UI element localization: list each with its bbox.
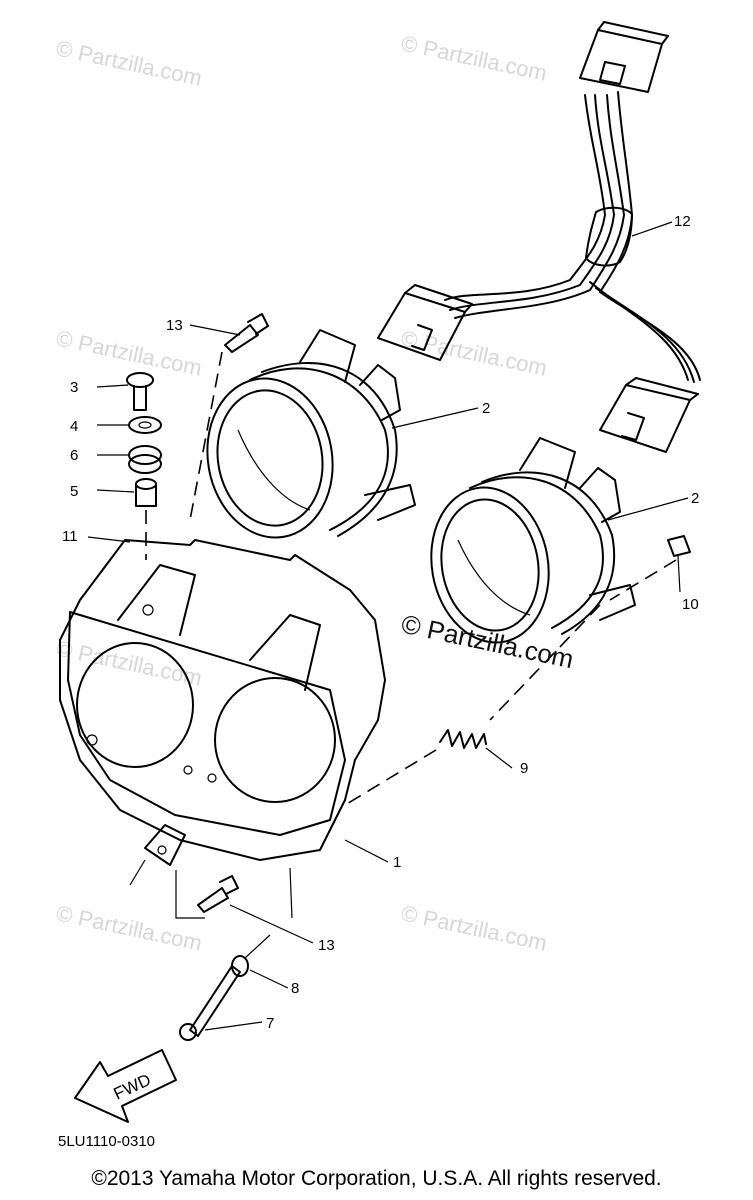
partzilla-watermark: © Partzilla.com <box>399 609 577 675</box>
fwd-arrow-icon: FWD <box>74 1049 177 1123</box>
callout-13: 13 <box>166 317 183 334</box>
callout-2: 2 <box>691 490 699 507</box>
callout-5: 5 <box>70 483 78 500</box>
callout-13: 13 <box>318 937 335 954</box>
main-connector <box>579 21 669 93</box>
callout-10: 10 <box>682 596 699 613</box>
washer-4 <box>128 416 162 434</box>
callout-12: 12 <box>674 213 691 230</box>
callout-3: 3 <box>70 379 78 396</box>
grommet-6 <box>128 445 162 474</box>
screw-3 <box>126 372 154 411</box>
copyright-notice: ©2013 Yamaha Motor Corporation, U.S.A. A… <box>91 1167 662 1190</box>
callout-8: 8 <box>291 980 299 997</box>
callout-labels: 13 3 4 6 5 11 12 2 2 10 9 1 13 8 7 <box>62 213 699 1032</box>
callout-6: 6 <box>70 447 78 464</box>
spring-9 <box>439 729 487 749</box>
fwd-label: FWD <box>111 1070 154 1104</box>
headlight-unit-upper <box>206 329 416 539</box>
callout-1: 1 <box>393 854 401 871</box>
nut-10 <box>667 535 691 557</box>
wire-harness <box>444 91 701 383</box>
lamp-connector <box>377 284 473 361</box>
collar-5 <box>135 478 157 507</box>
watermark-text: © Partzilla.com <box>54 900 204 955</box>
lamp-connector <box>599 377 699 453</box>
callout-11: 11 <box>62 528 78 545</box>
watermark-text: © Partzilla.com <box>54 35 204 90</box>
watermark-text: © Partzilla.com <box>399 30 549 85</box>
diagram-code: 5LU1110-0310 <box>58 1133 156 1150</box>
headlight-unit-lower <box>430 437 636 644</box>
callout-2: 2 <box>482 400 490 417</box>
watermark-text: © Partzilla.com <box>399 900 549 955</box>
headlight-body <box>59 539 386 866</box>
screw-13-upper <box>224 313 269 353</box>
assembly-lines <box>129 351 677 959</box>
callout-7: 7 <box>266 1015 274 1032</box>
watermarks: © Partzilla.com © Partzilla.com © Partzi… <box>54 30 549 955</box>
screw-7 <box>179 965 241 1041</box>
leader-lines <box>87 221 689 1031</box>
callout-9: 9 <box>520 760 528 777</box>
callout-4: 4 <box>70 418 78 435</box>
screw-13-lower <box>197 875 239 913</box>
